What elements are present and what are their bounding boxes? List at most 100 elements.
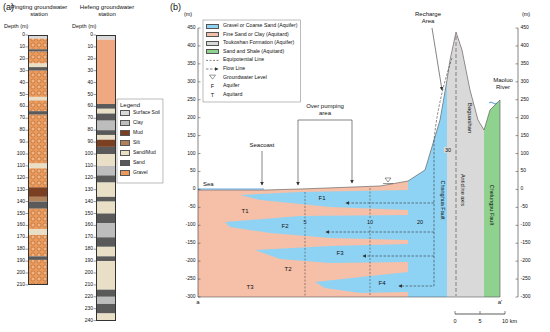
stratum-layer [96,147,116,154]
depth-value: 160 [17,223,25,229]
depth-value: 60 [19,104,25,110]
structure-label: Anticline axis [460,174,466,206]
elevation-value: 350 [521,61,529,67]
stratum-layer [96,247,116,257]
elevation-value: 50 [190,169,196,175]
stratum-layer [96,109,116,114]
stratum-layer [96,313,116,320]
axis-unit: (m) [522,11,530,17]
axis-tick [198,135,201,136]
elevation-value: 0 [193,187,196,193]
elevation-value: 450 [521,25,529,31]
depth-value: 200 [85,270,93,276]
depth-value: 100 [85,151,93,157]
legend-swatch [206,24,219,29]
depth-value: 170 [85,234,93,240]
section-end: a [196,299,199,306]
legend-text: Aquifer [223,83,239,89]
depth-value: 60 [87,104,93,110]
stratum-layer [96,140,116,147]
stratum-layer [28,260,48,285]
scale-tick [455,311,456,314]
stratum-layer [28,52,48,64]
legend-box [203,20,300,102]
depth-value: 50 [19,92,25,98]
scale-value: 5 [478,318,481,324]
axis-tick [198,207,201,208]
stratum-layer [96,290,116,297]
stratum-layer [28,64,48,68]
legend-text: Toukoshan Formation (Aquifer) [223,40,294,46]
depth-value: 0 [90,32,93,38]
aquifer-f4 [315,272,408,293]
elevation-value: 100 [521,151,529,157]
stratum-layer [96,121,116,131]
stratum-layer [28,97,48,101]
depth-value: 40 [87,80,93,86]
stratum-layer [28,256,48,260]
equipotential-line [370,188,371,296]
legend-text: Gravel [133,170,148,176]
aquitard-label: T3 [246,284,253,291]
elevation-value: -300 [521,294,531,300]
axis-title: Depth (m) [4,23,28,29]
legend-sample-letter: F [211,83,214,89]
stratum-layer [96,40,116,104]
elevation-value: 150 [521,133,529,139]
elevation-value: -150 [521,240,531,246]
stratum-layer [28,71,48,97]
depth-value: 140 [85,199,93,205]
legend-text: Gravel or Coarse Sand (Aquifer) [223,23,297,29]
stratum-layer [28,197,48,202]
axis-tick [516,189,519,190]
aquifer-f3 [255,244,408,263]
axis-tick [516,279,519,280]
depth-value: 70 [87,115,93,121]
stratum-layer [28,235,48,256]
stratum-layer [96,237,116,247]
legend-sample-line [206,60,219,61]
legend-sample-symbol [210,75,216,79]
depth-value: 20 [87,56,93,62]
legend-text: Surface Soil [133,110,160,116]
stratum-layer [28,202,48,209]
depth-value: 40 [19,80,25,86]
mountain-name: Baguashan [467,103,474,133]
aquifer-label: F4 [378,280,385,287]
section-base [198,297,500,298]
anticline-axis-line [456,36,457,296]
depth-value: 150 [17,211,25,217]
legend-swatch [120,160,130,166]
equipotential-line [305,192,306,296]
legend-sample-arrow [206,69,218,70]
depth-value: 100 [17,151,25,157]
elevation-value: 250 [187,97,195,103]
elevation-value: -50 [521,204,528,210]
depth-value: 80 [87,127,93,133]
elevation-value: 250 [521,97,529,103]
depth-value: 160 [85,223,93,229]
axis-tick [516,81,519,82]
panel-label: (a) [3,2,14,12]
depth-value: 90 [19,139,25,145]
elevation-value: -200 [521,258,531,264]
legend-text: Sand and Shale (Aquitard) [223,49,284,55]
legend-swatch [120,140,130,146]
section-right [500,100,501,297]
stratum-layer [28,39,48,50]
axis-tick [516,243,519,244]
stratum-layer [96,223,116,237]
stratum-layer [28,209,48,229]
elevation-value: 350 [187,61,195,67]
depth-value: 10 [19,44,25,50]
aquifer-f1 [240,190,408,210]
depth-value: 200 [17,270,25,276]
depth-value: 190 [85,258,93,264]
depth-value: 140 [17,199,25,205]
stratum-layer [96,183,116,197]
depth-value: 30 [19,68,25,74]
stratum-layer [96,154,116,166]
depth-value: 180 [85,246,93,252]
axis-tick [516,45,519,46]
